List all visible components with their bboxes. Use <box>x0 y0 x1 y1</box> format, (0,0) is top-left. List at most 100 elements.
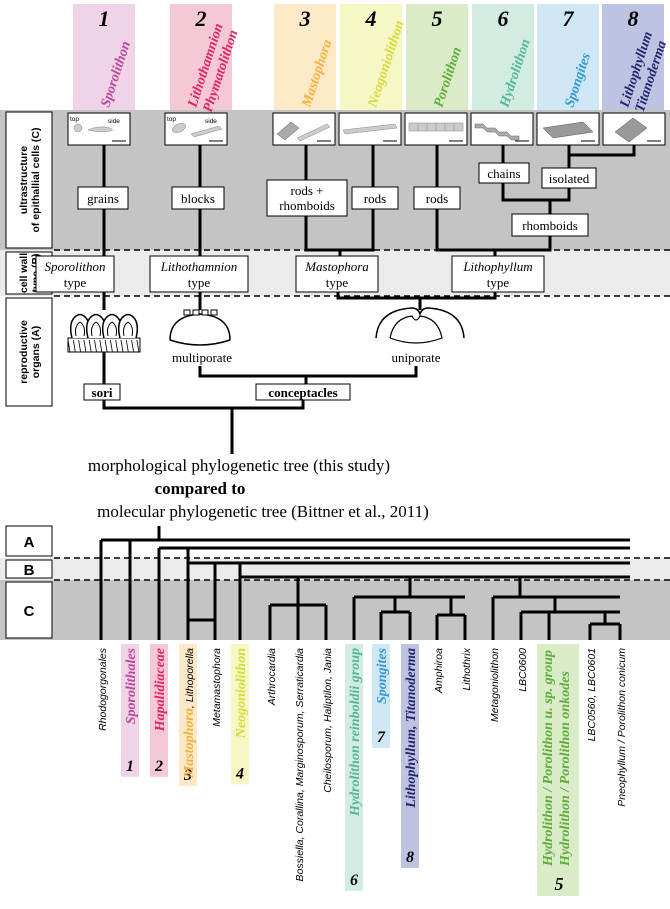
pore <box>210 309 218 316</box>
taxon-label-group: Hydrolithon / Porolithon onkodes <box>558 671 573 867</box>
taxon-7: Arthrocardia <box>266 648 278 706</box>
wall-type-suffix: type <box>64 275 87 290</box>
group-number-6: 6 <box>498 6 509 31</box>
ultra-box-2: blocks <box>171 186 225 210</box>
sori-label: sori <box>92 385 113 400</box>
taxon-label-group: Bossiella, Corallina, Marginosporum, Ser… <box>294 648 306 882</box>
chain-shape <box>474 123 520 141</box>
ultra-box-label: rods <box>364 191 386 206</box>
pore <box>201 309 209 316</box>
conceptacle-outline <box>169 339 231 346</box>
taxon-label-group: Hapalidiaceae <box>153 648 168 732</box>
group-number-bottom: 1 <box>126 758 134 775</box>
sori-hatch <box>99 339 103 353</box>
sori-hatch <box>83 339 87 353</box>
rhomboid-shape <box>276 121 300 141</box>
group-number-8: 8 <box>628 6 639 31</box>
group-number-bottom: 7 <box>377 729 386 746</box>
group-number-bottom: 2 <box>154 758 163 775</box>
caption-line-3: molecular phylogenetic tree (Bittner et … <box>97 502 429 521</box>
sorus-inner <box>123 321 133 337</box>
taxon-label-group: Lithothrix <box>461 647 473 690</box>
taxon-label: Hydrolithon / Porolithon u. sp. group <box>541 650 556 867</box>
rod-shape <box>342 123 398 135</box>
taxon-label-part: Mastophora <box>182 708 197 779</box>
ultra-box-frame <box>77 186 129 210</box>
taxon-label: Amphiroa <box>433 648 445 694</box>
group-number-5: 5 <box>432 6 443 31</box>
ultra-box-label: chains <box>487 166 520 181</box>
group-column-1 <box>73 4 135 110</box>
band-label-box-A <box>5 297 53 407</box>
taxon-highlight <box>372 644 390 748</box>
sorus-inner <box>91 321 101 337</box>
sori-hatch <box>104 339 108 353</box>
band-label-text: cell wall <box>18 253 30 293</box>
taxon-labels: Rhodogorgonales1Sporolithales2Hapalidiac… <box>97 644 628 896</box>
taxon-label: Hydrolithon / Porolithon onkodes <box>558 671 573 867</box>
grain-shape <box>73 123 83 133</box>
sori-hatch <box>67 339 71 353</box>
taxon-label-group: Metagoniolithon <box>489 648 501 722</box>
taxon-label: Metagoniolithon <box>489 648 501 722</box>
taxon-label-group: Arthrocardia <box>266 648 278 706</box>
ultra-box-7: isolated <box>541 167 597 189</box>
ultra-box-3: rods +rhomboids <box>266 179 348 217</box>
taxon-label: Hapalidiaceae <box>153 648 168 732</box>
inset-top-label: top <box>70 116 79 123</box>
sori-hatch <box>131 339 134 353</box>
level-label-A: A <box>24 534 35 551</box>
sori-hatch <box>120 339 124 353</box>
inset-frame <box>470 112 534 146</box>
taxon-label: Mastophora, Lithoporella <box>182 648 197 779</box>
block-shape <box>172 123 186 133</box>
inset-panel-8 <box>602 112 666 146</box>
group-column-6 <box>472 4 534 110</box>
branch-mast-lith <box>336 292 497 300</box>
grain-shape <box>87 126 113 133</box>
taxon-label-group: Pneophyllum / Porolithon conicum <box>616 648 628 807</box>
inset-side-label: side <box>205 118 217 125</box>
ultra-box-label: grains <box>87 191 119 206</box>
group-number-bottom: 3 <box>183 767 192 784</box>
level-box-B <box>5 559 53 579</box>
ultra-box-4: rods <box>351 186 399 210</box>
group-number-4: 4 <box>365 6 377 31</box>
pore <box>192 309 200 316</box>
taxon-15: Metagoniolithon <box>489 648 501 722</box>
wall-type-suffix: type <box>188 275 211 290</box>
taxon-label-group: LBC0600 <box>517 648 529 692</box>
inset-panel-7 <box>536 112 600 146</box>
sori-box: sori <box>83 383 121 401</box>
taxon-highlight <box>179 644 197 786</box>
taxon-label-group: Metamastophora <box>211 648 223 727</box>
conceptacles-box: conceptacles <box>255 383 351 401</box>
taxon-highlight <box>401 644 419 868</box>
branch-conceptacles <box>198 366 418 378</box>
taxon-16: LBC0600 <box>517 648 529 692</box>
taxon-label-group: Sporolithales <box>124 647 139 724</box>
group-number-bottom: 4 <box>235 765 244 782</box>
level-label-C: C <box>24 603 35 620</box>
conceptacle-outline <box>169 313 231 341</box>
level-label-B: B <box>24 562 35 579</box>
conceptacles-label: conceptacles <box>268 385 337 400</box>
inset-panel-4 <box>338 112 402 146</box>
group-number-bottom: 6 <box>350 872 358 889</box>
ultra-box-6: chains <box>478 162 530 184</box>
sori-hatch <box>78 339 81 353</box>
band-label-text: ultrastructure <box>18 146 30 214</box>
taxon-highlight <box>150 644 168 777</box>
taxon-label: Metamastophora <box>211 648 223 727</box>
taxon-label: Spongites <box>375 647 390 704</box>
